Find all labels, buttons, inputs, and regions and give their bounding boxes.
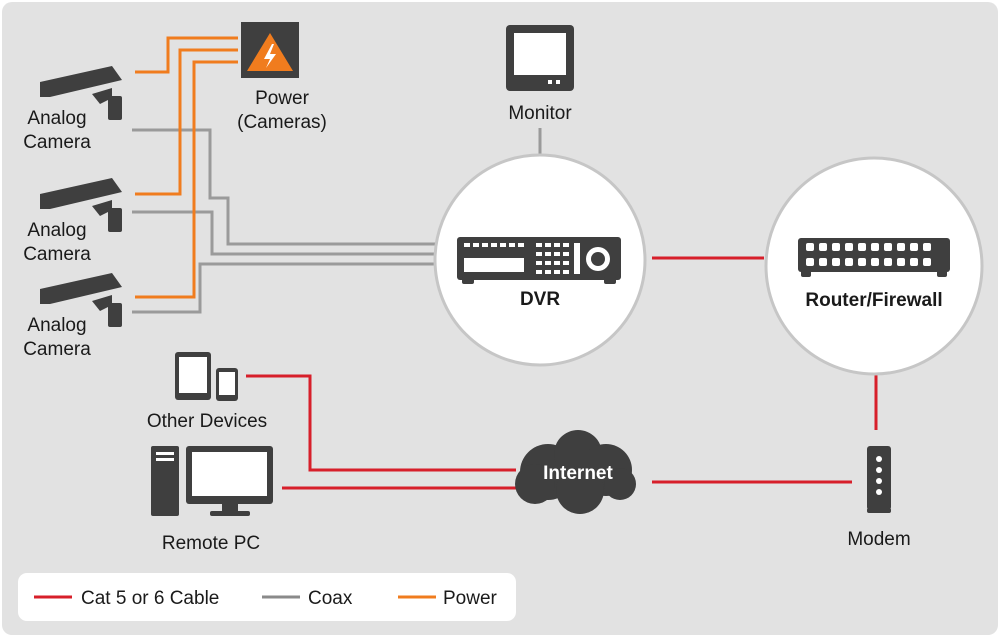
power-label: Power(Cameras) (237, 88, 327, 133)
other-devices-label: Other Devices (147, 411, 267, 432)
camera-icon (40, 66, 122, 120)
modem-icon (867, 446, 891, 513)
phone-icon (216, 368, 238, 401)
router-icon (798, 238, 950, 277)
legend-item-power: Power (398, 588, 498, 609)
power-line-camera-3 (135, 60, 238, 299)
power-supply-icon (241, 22, 299, 78)
power-line-camera-1 (135, 36, 238, 74)
tablet-icon (175, 352, 211, 400)
computer-icon (151, 446, 273, 516)
remote-pc-label: Remote PC (162, 533, 260, 554)
camera-icon (40, 273, 122, 327)
legend-label-power: Power (443, 588, 498, 609)
cat-cables (246, 256, 878, 490)
internet-label: Internet (543, 463, 613, 484)
monitor-icon (506, 25, 574, 91)
coax-cables (132, 128, 542, 314)
legend-label-cat: Cat 5 or 6 Cable (81, 588, 219, 609)
power-cables (135, 36, 238, 299)
coax-line-camera-2 (132, 210, 436, 256)
dvr-label: DVR (520, 289, 560, 310)
modem-label: Modem (847, 529, 910, 550)
legend-item-coax: Coax (262, 588, 353, 609)
coax-line-camera-1 (132, 128, 436, 246)
power-line-camera-2 (135, 48, 238, 196)
camera-icon (40, 178, 122, 232)
router-label: Router/Firewall (805, 290, 942, 311)
monitor-label: Monitor (508, 103, 572, 124)
internet-cloud-icon (515, 430, 636, 514)
legend-label-coax: Coax (308, 588, 353, 609)
cat-line-devices-internet (246, 374, 516, 472)
dvr-icon (457, 237, 621, 284)
legend-item-cat: Cat 5 or 6 Cable (34, 588, 219, 609)
coax-line-camera-3 (132, 262, 436, 314)
